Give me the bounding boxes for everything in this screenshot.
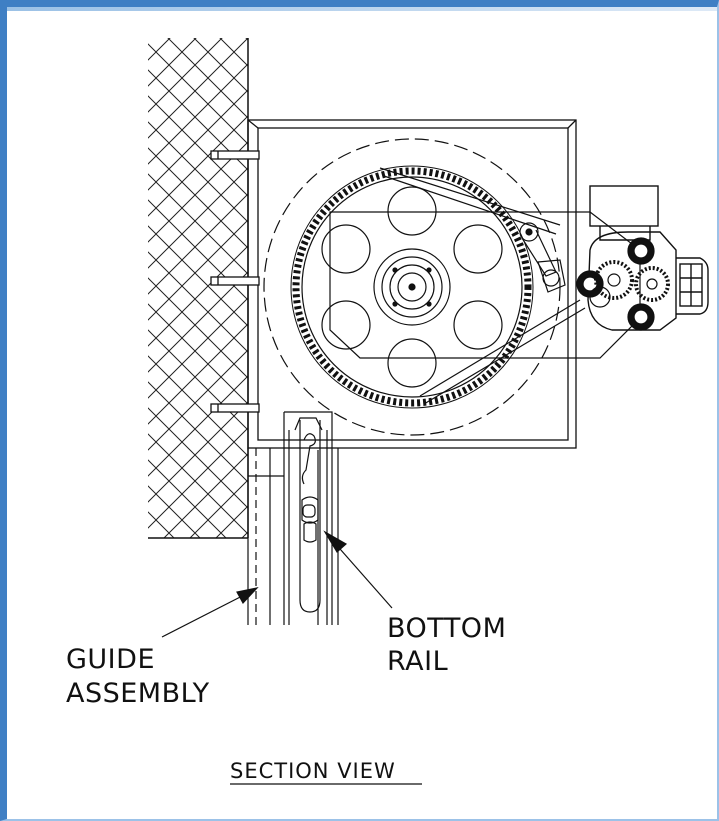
guide-label-line1: GUIDE <box>66 644 155 675</box>
wall-hatch <box>148 38 249 539</box>
bottom-rail-section <box>283 411 339 625</box>
drive-chain <box>379 167 586 405</box>
axle-hub <box>373 248 451 326</box>
sprocket-holes <box>321 186 503 388</box>
guide-assembly-rail <box>247 448 284 625</box>
drive-sprocket <box>290 165 534 409</box>
bottom-rail-label-line1: BOTTOM <box>387 613 506 644</box>
guide-label-line2: ASSEMBLY <box>66 678 210 709</box>
section-view-title: SECTION VIEW <box>230 759 396 783</box>
bottom-rail-label-line2: RAIL <box>387 646 448 677</box>
leader-guide <box>161 587 259 638</box>
motor-operator <box>587 185 709 331</box>
bracket-plate <box>329 211 641 359</box>
tensioner-arm <box>519 222 566 293</box>
motor-gears <box>576 237 670 331</box>
leader-bottom-rail <box>323 530 393 609</box>
wall-bolts <box>210 150 260 413</box>
